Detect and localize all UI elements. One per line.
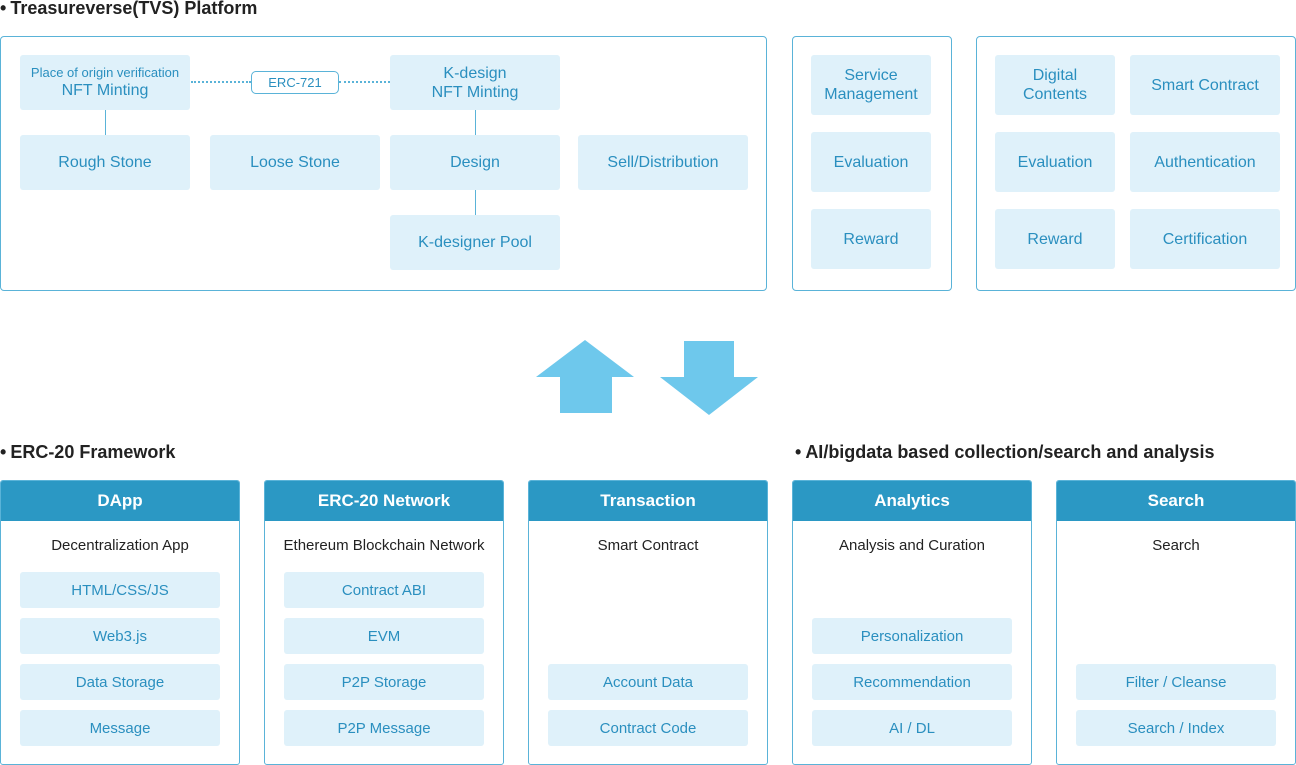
loose-stone: Loose Stone xyxy=(210,135,380,190)
ai-section-title: •AI/bigdata based collection/search and … xyxy=(795,442,1214,463)
service-evaluation: Evaluation xyxy=(811,132,931,192)
kdesign-line2: NFT Minting xyxy=(431,83,519,101)
origin-nft-minting: Place of origin verification NFT Minting xyxy=(20,55,190,110)
network-item: P2P Message xyxy=(284,710,484,746)
origin-line2: NFT Minting xyxy=(61,82,149,99)
digital-line1: Digital xyxy=(1032,67,1078,84)
search-card: Search Search Filter / Cleanse Search / … xyxy=(1056,480,1296,765)
network-item: EVM xyxy=(284,618,484,654)
certification: Certification xyxy=(1130,209,1280,269)
digital-contents: Digital Contents xyxy=(995,55,1115,115)
origin-line1: Place of origin verification xyxy=(30,65,180,80)
search-item: Search / Index xyxy=(1076,710,1276,746)
arrow-up-icon xyxy=(536,340,634,413)
bullet: • xyxy=(0,442,7,462)
analytics-item: AI / DL xyxy=(812,710,1012,746)
search-item: Filter / Cleanse xyxy=(1076,664,1276,700)
dapp-item: Data Storage xyxy=(20,664,220,700)
service-management: Service Management xyxy=(811,55,931,115)
bullet: • xyxy=(795,442,802,462)
transaction-card: Transaction Smart Contract Account Data … xyxy=(528,480,768,765)
authentication: Authentication xyxy=(1130,132,1280,192)
service-reward: Reward xyxy=(811,209,931,269)
connector-design-pool xyxy=(475,190,476,215)
network-header: ERC-20 Network xyxy=(265,481,503,521)
bullet: • xyxy=(0,0,7,18)
platform-title: Treasureverse(TVS) Platform xyxy=(10,0,258,18)
transaction-item: Contract Code xyxy=(548,710,748,746)
network-subtitle: Ethereum Blockchain Network xyxy=(283,537,485,554)
platform-section-title: •Treasureverse(TVS) Platform xyxy=(0,0,257,19)
ai-title: AI/bigdata based collection/search and a… xyxy=(805,442,1215,462)
analytics-item: Personalization xyxy=(812,618,1012,654)
design: Design xyxy=(390,135,560,190)
kdesign-line1: K-design xyxy=(443,64,507,82)
network-card: ERC-20 Network Ethereum Blockchain Netwo… xyxy=(264,480,504,765)
transaction-subtitle: Smart Contract xyxy=(597,537,699,554)
transaction-item: Account Data xyxy=(548,664,748,700)
digital-line2: Contents xyxy=(1022,86,1088,103)
dapp-item: HTML/CSS/JS xyxy=(20,572,220,608)
search-header: Search xyxy=(1057,481,1295,521)
network-item: Contract ABI xyxy=(284,572,484,608)
kdesign-nft-minting: K-design NFT Minting xyxy=(390,55,560,110)
analytics-header: Analytics xyxy=(793,481,1031,521)
search-subtitle: Search xyxy=(1152,537,1200,554)
erc20-section-title: •ERC-20 Framework xyxy=(0,442,175,463)
content-evaluation: Evaluation xyxy=(995,132,1115,192)
dapp-subtitle: Decentralization App xyxy=(51,537,189,554)
exchange-arrows xyxy=(536,340,758,415)
connector-origin-rough xyxy=(105,110,106,135)
smart-contract: Smart Contract xyxy=(1130,55,1280,115)
erc721-tag: ERC-721 xyxy=(251,71,339,94)
analytics-item: Recommendation xyxy=(812,664,1012,700)
dapp-item: Message xyxy=(20,710,220,746)
erc20-title: ERC-20 Framework xyxy=(10,442,176,462)
arrow-down-icon xyxy=(660,341,758,415)
connector-left xyxy=(191,81,251,83)
transaction-header: Transaction xyxy=(529,481,767,521)
analytics-subtitle: Analysis and Curation xyxy=(839,537,985,554)
dapp-item: Web3.js xyxy=(20,618,220,654)
connector-kdesign-design xyxy=(475,110,476,135)
content-reward: Reward xyxy=(995,209,1115,269)
connector-right xyxy=(339,81,390,83)
network-item: P2P Storage xyxy=(284,664,484,700)
dapp-card: DApp Decentralization App HTML/CSS/JS We… xyxy=(0,480,240,765)
analytics-card: Analytics Analysis and Curation Personal… xyxy=(792,480,1032,765)
service-line1: Service xyxy=(844,67,898,84)
service-line2: Management xyxy=(824,86,918,103)
kdesigner-pool: K-designer Pool xyxy=(390,215,560,270)
sell-distribution: Sell/Distribution xyxy=(578,135,748,190)
dapp-header: DApp xyxy=(1,481,239,521)
rough-stone: Rough Stone xyxy=(20,135,190,190)
